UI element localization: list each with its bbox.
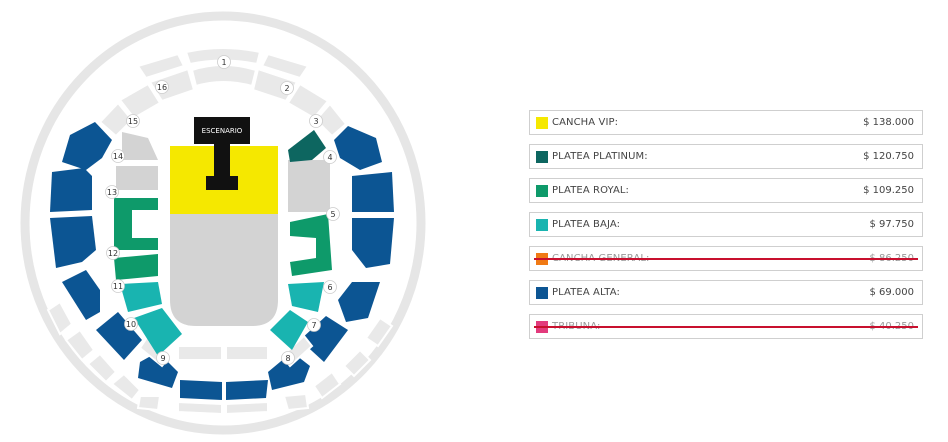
price-row-platea-alta[interactable]: PLATEA ALTA: $ 69.000 xyxy=(529,280,923,305)
price-category-label: PLATEA PLATINUM: xyxy=(552,151,648,162)
platea-royal-sections[interactable] xyxy=(114,198,332,280)
sector-number-9: 9 xyxy=(160,354,165,363)
sector-number-10: 10 xyxy=(126,320,136,329)
color-swatch xyxy=(536,287,548,299)
price-row-platea-royal[interactable]: PLATEA ROYAL: $ 109.250 xyxy=(529,178,923,203)
price-row-cancha-vip[interactable]: CANCHA VIP: $ 138.000 xyxy=(529,110,923,135)
platea-baja-sections[interactable] xyxy=(120,282,324,356)
platea-platinum-section[interactable] xyxy=(288,130,326,162)
price-value: $ 138.000 xyxy=(863,117,914,128)
sector-number-1: 1 xyxy=(221,58,226,67)
sector-badge-12 xyxy=(106,246,120,260)
price-row-platea-baja[interactable]: PLATEA BAJA: $ 97.750 xyxy=(529,212,923,237)
sector-badge-10 xyxy=(124,317,138,331)
sector-badge-6 xyxy=(323,280,337,294)
sector-badge-2 xyxy=(280,81,294,95)
sector-badge-7 xyxy=(307,318,321,332)
sector-badge-3 xyxy=(309,114,323,128)
grey-sections xyxy=(116,132,330,212)
price-category-label: PLATEA BAJA: xyxy=(552,219,621,230)
sector-badge-9 xyxy=(156,351,170,365)
sold-out-strike xyxy=(534,258,918,260)
sector-badge-15 xyxy=(126,114,140,128)
price-category-label: PLATEA ROYAL: xyxy=(552,185,630,196)
sector-number-15: 15 xyxy=(128,117,138,126)
sector-badge-1 xyxy=(217,55,231,69)
price-row-tribuna[interactable]: TRIBUNA:$ 40.250 xyxy=(529,314,923,339)
sector-number-3: 3 xyxy=(313,117,318,126)
price-row-platea-platinum[interactable]: PLATEA PLATINUM: $ 120.750 xyxy=(529,144,923,169)
sector-number-8: 8 xyxy=(285,354,290,363)
price-value: $ 109.250 xyxy=(863,185,914,196)
price-category-label: PLATEA ALTA: xyxy=(552,287,620,298)
sector-badge-14 xyxy=(111,149,125,163)
price-value: $ 69.000 xyxy=(869,287,914,298)
sector-badge-11 xyxy=(111,279,125,293)
sector-badge-5 xyxy=(326,207,340,221)
sector-number-6: 6 xyxy=(327,283,332,292)
price-category-label: CANCHA VIP: xyxy=(552,117,619,128)
price-value: $ 120.750 xyxy=(863,151,914,162)
sold-out-strike xyxy=(534,326,918,328)
sector-number-16: 16 xyxy=(157,83,167,92)
sector-number-4: 4 xyxy=(327,153,332,162)
sector-number-14: 14 xyxy=(113,152,123,161)
sector-number-13: 13 xyxy=(107,188,117,197)
color-swatch xyxy=(536,219,548,231)
sector-badge-4 xyxy=(323,150,337,164)
platea-alta-left[interactable] xyxy=(50,122,222,400)
upper-stands-unavailable xyxy=(98,47,348,138)
cancha-general-field[interactable] xyxy=(170,214,278,326)
sector-number-2: 2 xyxy=(284,84,289,93)
stage-label: ESCENARIO xyxy=(202,127,243,135)
stage xyxy=(194,117,250,190)
sector-badge-13 xyxy=(105,185,119,199)
sector-number-11: 11 xyxy=(113,282,123,291)
outer-ring xyxy=(20,11,426,435)
color-swatch xyxy=(536,117,548,129)
sector-number-5: 5 xyxy=(330,210,335,219)
platea-alta-right[interactable] xyxy=(226,126,394,400)
price-value: $ 97.750 xyxy=(869,219,914,230)
sector-number-12: 12 xyxy=(108,249,118,258)
sector-badge-8 xyxy=(281,351,295,365)
sector-number-7: 7 xyxy=(311,321,316,330)
sector-badge-16 xyxy=(155,80,169,94)
color-swatch xyxy=(536,151,548,163)
color-swatch xyxy=(536,185,548,197)
price-row-cancha-general[interactable]: CANCHA GENERAL:$ 86.250 xyxy=(529,246,923,271)
